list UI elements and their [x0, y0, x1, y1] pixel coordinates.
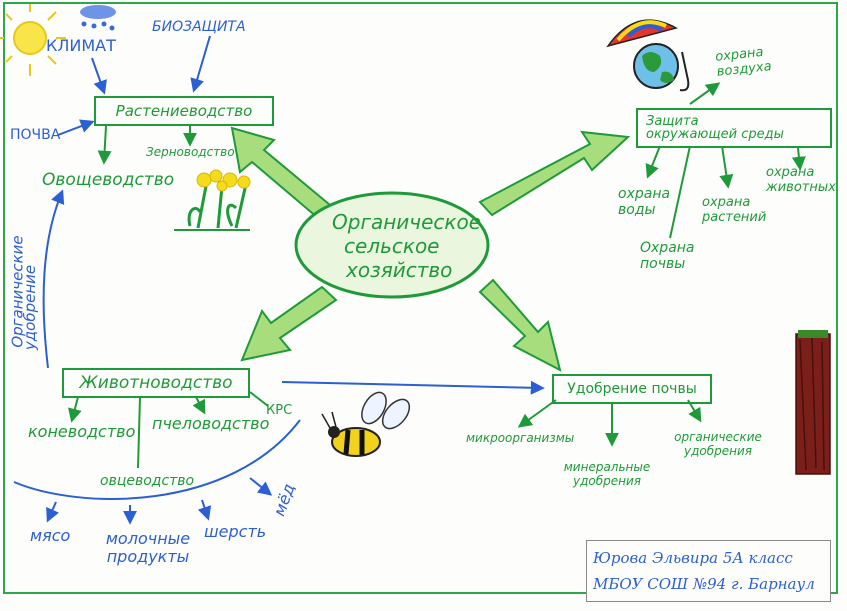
crop-farming-box: Растениеводство	[94, 96, 274, 126]
soil-label: ПОЧВА	[10, 127, 61, 143]
sheep-breeding-label: овцеводство	[100, 473, 195, 489]
soil-fertilization-title: Удобрение почвы	[567, 381, 697, 397]
environment-title-line-1: Защита	[646, 114, 699, 129]
soil-protection-label: Охрана почвы	[640, 240, 695, 273]
crop-farming-title: Растениеводство	[115, 101, 253, 120]
beekeeping-label: пчеловодство	[152, 414, 270, 433]
microorganisms-label: микроорганизмы	[466, 431, 575, 445]
signature-block: Юрова Эльвира 5А класс МБОУ СОШ №94 г. Б…	[586, 540, 831, 602]
tree-trunk-illustration	[795, 330, 831, 475]
organic-fertilizer-label: органические удобрения	[674, 430, 762, 459]
livestock-box: Животноводство	[62, 368, 250, 398]
big-arrow-down-left	[240, 285, 338, 362]
vegetable-farming-label: Овощеводство	[42, 170, 175, 190]
earth-umbrella-illustration	[606, 19, 690, 92]
page-border	[3, 2, 838, 594]
meat-label: мясо	[30, 526, 71, 545]
center-label-line-1: Органическое	[332, 210, 482, 234]
bee-illustration	[321, 391, 411, 457]
center-label-line-2: сельское	[344, 234, 440, 258]
animal-protection-label: охрана животных	[766, 165, 836, 195]
organic-fertilizer-side-label-2: удобрение	[21, 264, 40, 351]
author-line: Юрова Эльвира 5А класс	[593, 549, 793, 567]
environment-title-line-2: окружающей среды	[646, 127, 784, 142]
rain-cloud-illustration	[80, 5, 116, 31]
cattle-label: КРС	[266, 403, 293, 418]
bioprotection-label: БИОЗАЩИТА	[152, 19, 246, 35]
soil-fertilization-box: Удобрение почвы	[552, 374, 712, 404]
dairy-products-label: молочные продукты	[105, 529, 191, 566]
flowers-illustration	[174, 169, 251, 231]
mineral-fertilizer-label: минеральные удобрения	[563, 460, 651, 489]
big-arrow-down-right	[478, 278, 562, 372]
climate-label: КЛИМАТ	[46, 36, 116, 55]
environment-protection-box: Защита окружающей среды	[636, 108, 832, 148]
school-line: МБОУ СОШ №94 г. Барнаул	[593, 575, 815, 593]
center-ellipse	[294, 191, 490, 299]
livestock-title: Животноводство	[79, 372, 233, 393]
wool-label: шерсть	[204, 522, 267, 541]
big-arrow-up-left	[230, 126, 332, 220]
big-arrow-up-right	[478, 130, 631, 217]
sun-illustration	[0, 4, 66, 76]
grain-farming-label: Зерноводство	[146, 145, 235, 159]
horse-breeding-label: коневодство	[28, 422, 136, 441]
plant-protection-label: охрана растений	[702, 195, 767, 225]
center-label-line-3: хозяйство	[346, 258, 453, 282]
water-protection-label: охрана воды	[618, 186, 671, 219]
